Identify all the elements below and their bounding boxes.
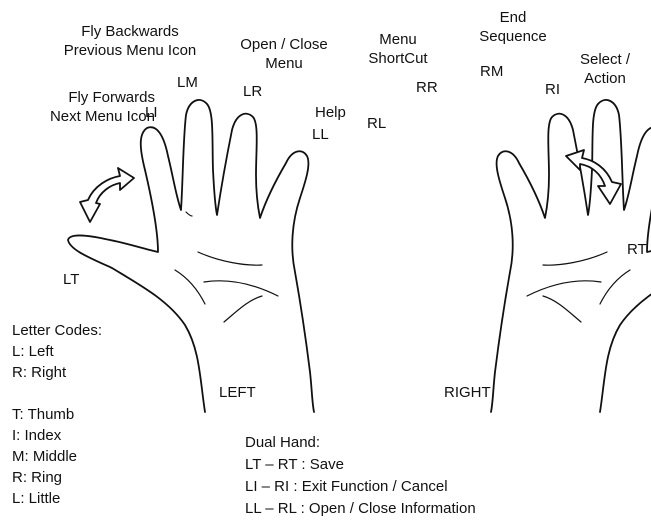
dual-hand-item: LT – RT : Save (245, 454, 476, 476)
legend-item: L: Little (12, 488, 102, 509)
menu-shortcut-label: Menu ShortCut (358, 30, 438, 68)
end-sequence-label: End Sequence (468, 8, 558, 46)
help-label: Help (315, 103, 346, 122)
legend-item: R: Ring (12, 467, 102, 488)
dual-hand-item: LL – RL : Open / Close Information (245, 498, 476, 520)
legend-item: R: Right (12, 362, 102, 383)
select-action-label: Select / Action (565, 50, 645, 88)
dual-hand-block: Dual Hand: LT – RT : Save LI – RI : Exit… (245, 432, 476, 520)
legend-item: L: Left (12, 341, 102, 362)
letter-codes-legend: Letter Codes: L: Left R: Right T: Thumb … (12, 320, 102, 509)
fly-forwards-label: Fly Forwards Next Menu Icon (0, 88, 155, 126)
finger-code-lt: LT (63, 270, 79, 289)
finger-code-li: LI (145, 103, 158, 122)
legend-item: I: Index (12, 425, 102, 446)
legend-item: T: Thumb (12, 404, 102, 425)
finger-code-rl: RL (367, 114, 386, 133)
right-double-arrow (566, 150, 621, 204)
finger-code-rm: RM (480, 62, 503, 81)
left-hand (68, 100, 314, 412)
finger-code-rt: RT (627, 240, 647, 259)
right-hand-label: RIGHT (444, 383, 491, 402)
dual-hand-title: Dual Hand: (245, 432, 476, 454)
fly-backwards-label: Fly Backwards Previous Menu Icon (45, 22, 215, 60)
letter-codes-title: Letter Codes: (12, 320, 102, 341)
open-close-menu-label: Open / Close Menu (222, 35, 346, 73)
left-hand-label: LEFT (219, 383, 256, 402)
left-double-arrow (80, 168, 134, 222)
dual-hand-item: LI – RI : Exit Function / Cancel (245, 476, 476, 498)
finger-code-lm: LM (177, 73, 198, 92)
finger-code-ri: RI (545, 80, 560, 99)
finger-code-rr: RR (416, 78, 438, 97)
finger-code-ll: LL (312, 125, 329, 144)
finger-code-lr: LR (243, 82, 262, 101)
legend-item: M: Middle (12, 446, 102, 467)
